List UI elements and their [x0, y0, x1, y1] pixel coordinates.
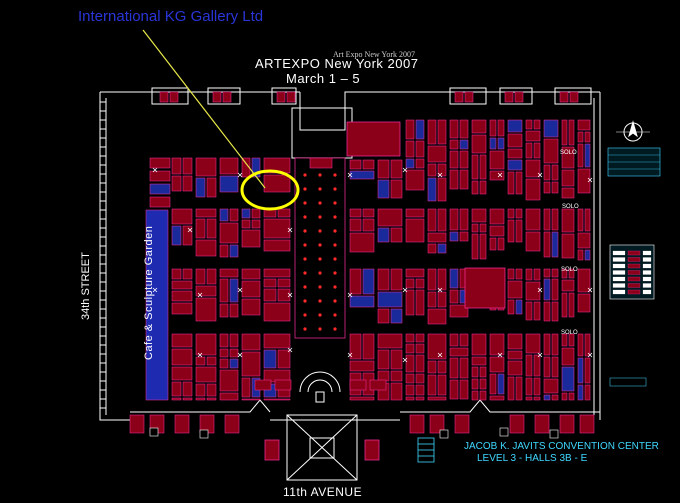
legend-table	[607, 147, 661, 387]
north-arrow-icon	[616, 120, 650, 142]
event-dates: March 1 – 5	[286, 71, 361, 86]
exhibitor-callout-label: International KG Gallery Ltd	[78, 8, 264, 25]
avenue-label: 11th AVENUE	[283, 485, 363, 499]
highlight-ring	[240, 169, 300, 211]
bottom-booths	[129, 379, 595, 439]
large-halls	[264, 121, 506, 461]
solo-label: SOLO	[562, 204, 579, 210]
cafe-sculpture-garden	[145, 209, 169, 401]
callout-leader-line	[142, 29, 266, 189]
rotunda	[299, 371, 341, 403]
map-title: ARTEXPO New York 2007	[255, 56, 419, 71]
garden-label: Cafe & Sculpture Garden	[143, 225, 155, 360]
wall-ticks	[100, 101, 106, 409]
center-name: JACOB K. JAVITS CONVENTION CENTER	[464, 441, 659, 452]
solo-label: SOLO	[561, 267, 578, 273]
center-level: LEVEL 3 - HALLS 3B - E	[477, 453, 588, 464]
stairs-icon	[417, 437, 435, 463]
solo-label: SOLO	[561, 330, 578, 336]
central-aisle	[294, 157, 346, 339]
small-title: Art Expo New York 2007	[333, 50, 415, 59]
street-label: 34th STREET	[80, 252, 92, 320]
building-walls	[99, 91, 601, 481]
solo-label: SOLO	[560, 150, 577, 156]
